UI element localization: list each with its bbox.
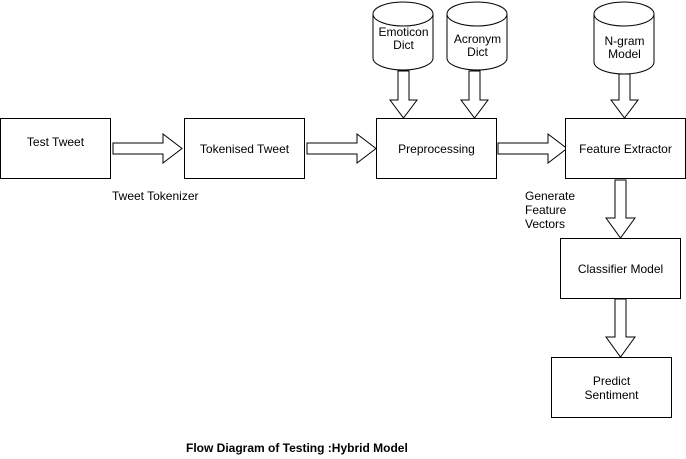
arrow-preprocessing-to-feature (497, 132, 568, 165)
feature-extractor-box: Feature Extractor (565, 118, 686, 179)
generate-line3: Vectors (525, 217, 566, 231)
acronym-dict-line1: Acronym (453, 32, 502, 46)
generate-line2: Feature (525, 203, 567, 217)
arrow-ngram-to-feature (610, 73, 639, 119)
arrow-test-to-tokenised (112, 132, 183, 165)
acronym-dict-line2: Dict (467, 45, 488, 59)
diagram-caption: Flow Diagram of Testing :Hybrid Model (186, 441, 408, 455)
emoticon-dict-line2: Dict (393, 38, 414, 52)
arrow-tokenised-to-preprocessing (306, 132, 377, 165)
test-tweet-label: Test Tweet (26, 134, 85, 149)
arrow-acronym-to-preprocessing (460, 70, 489, 119)
acronym-dict-cylinder (446, 1, 508, 71)
predict-sentiment-label-line1: Predict (592, 373, 631, 388)
arrow-classifier-to-predict (605, 298, 636, 358)
arrow-emoticon-to-preprocessing (389, 70, 418, 119)
test-tweet-box: Test Tweet (0, 118, 111, 179)
preprocessing-box: Preprocessing (376, 118, 497, 179)
emoticon-dict-label: Emoticon Dict (373, 26, 434, 52)
emoticon-dict-cylinder (372, 1, 434, 71)
ngram-model-line1: N-gram (604, 34, 645, 48)
tokenised-tweet-label: Tokenised Tweet (199, 141, 290, 156)
arrow-feature-to-classifier (605, 179, 636, 239)
classifier-model-box: Classifier Model (560, 238, 681, 299)
tokenised-tweet-box: Tokenised Tweet (184, 118, 305, 179)
tweet-tokenizer-label: Tweet Tokenizer (112, 189, 199, 203)
generate-feature-vectors-label: Generate Feature Vectors (525, 189, 575, 231)
classifier-model-label: Classifier Model (577, 261, 664, 276)
emoticon-dict-line1: Emoticon (378, 25, 429, 39)
feature-extractor-label: Feature Extractor (579, 141, 672, 156)
predict-sentiment-label-line2: Sentiment (584, 387, 639, 402)
predict-sentiment-box: Predict Sentiment (551, 357, 672, 418)
generate-line1: Generate (525, 189, 576, 203)
acronym-dict-label: Acronym Dict (447, 33, 508, 59)
preprocessing-label: Preprocessing (398, 141, 475, 156)
ngram-model-line2: Model (608, 47, 641, 61)
ngram-model-label: N-gram Model (594, 35, 655, 61)
